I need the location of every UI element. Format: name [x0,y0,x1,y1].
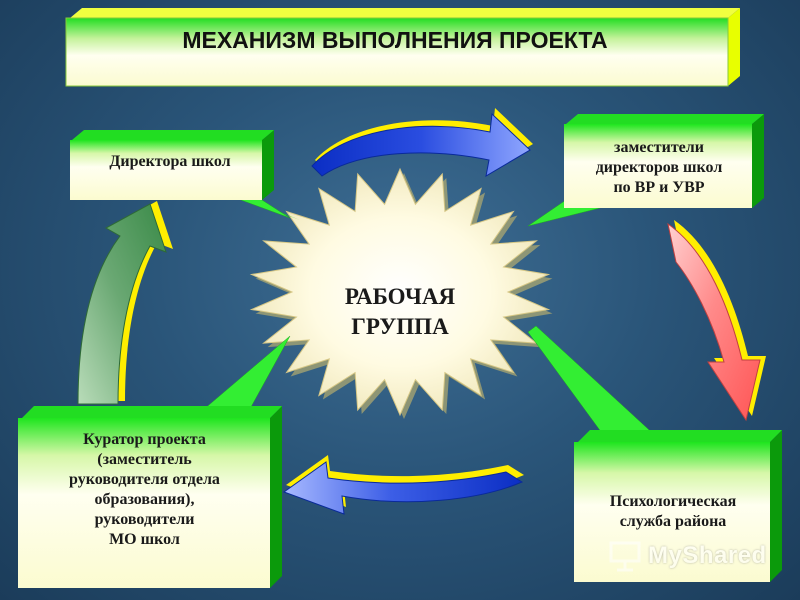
box-deputies-line: заместители [614,139,704,156]
box-curator-line: Куратор проекта [83,431,206,448]
box-deputies [527,114,764,227]
presentation-board-icon [609,541,641,572]
center-label-line: ГРУППА [351,313,449,339]
arrow-directors-to-deputies [311,108,533,177]
box-deputies-line: директоров школ [595,159,723,176]
title-banner [65,8,740,87]
page-title: МЕХАНИЗМ ВЫПОЛНЕНИЯ ПРОЕКТА [182,27,608,53]
box-directors-label: Директора школ [74,152,266,172]
watermark: MyShared [608,538,767,574]
watermark-text: MyShared [648,542,767,569]
arrow-deputies-to-psychology [667,220,766,422]
box-deputies-label: заместители директоров школ по ВР и УВР [566,138,752,198]
box-curator-label: Куратор проекта (заместитель руководител… [22,430,267,550]
arrow-psychology-to-curator [282,455,524,515]
box-curator-line: образования), [94,491,195,508]
arrow-curator-to-directors [77,201,173,405]
box-directors-line: Директора школ [109,153,231,170]
center-label: РАБОЧАЯ ГРУППА [300,282,500,342]
center-burst [249,167,553,419]
box-psychology-line: Психологическая [609,493,737,510]
box-curator-line: МО школ [109,531,180,548]
box-psychology-label: Психологическая служба района [578,492,768,532]
box-psychology-line: служба района [619,513,727,530]
box-deputies-line: по ВР и УВР [613,179,705,196]
center-label-line: РАБОЧАЯ [344,284,456,309]
box-curator [18,335,291,588]
box-psychology [527,325,782,582]
box-curator-line: руководителя отдела [69,471,220,488]
box-directors [70,130,300,220]
box-curator-line: руководители [94,511,195,528]
box-curator-line: (заместитель [97,451,192,468]
